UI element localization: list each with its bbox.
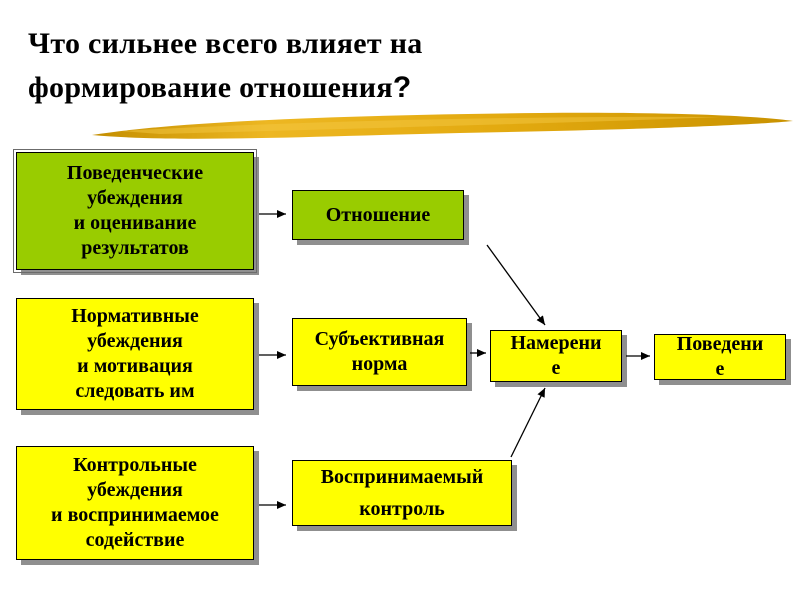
box-control-beliefs: Контрольные убеждения и воспринимаемое с… xyxy=(16,446,254,560)
box-normative-beliefs: Нормативные убеждения и мотивация следов… xyxy=(16,298,254,410)
box-intention-label: Намерени е xyxy=(510,332,602,379)
box-normative-beliefs-label: Нормативные убеждения и мотивация следов… xyxy=(71,305,199,402)
box-intention: Намерени е xyxy=(490,330,622,382)
box-perceived-control: Воспринимаемый контроль xyxy=(292,460,512,526)
box-control-beliefs-label: Контрольные убеждения и воспринимаемое с… xyxy=(51,454,219,551)
box-behavioral-beliefs-label: Поведенческие убеждения и оценивание рез… xyxy=(66,162,204,259)
box-subjective-norm: Субъективная норма xyxy=(292,318,467,386)
box-attitude-label: Отношение xyxy=(325,203,431,226)
box-subjective-norm-label: Субъективная норма xyxy=(314,328,445,375)
box-behavioral-beliefs: Поведенческие убеждения и оценивание рез… xyxy=(13,149,257,273)
box-attitude: Отношение xyxy=(292,190,464,240)
arrow-perceived-control-to-intention xyxy=(510,387,546,458)
title-line-2: формирование отношения xyxy=(28,70,393,104)
title-line-1: Что сильнее всего влияет на xyxy=(28,27,423,60)
arrow-attitude-to-intention xyxy=(486,244,546,326)
question-mark: ? xyxy=(392,70,412,104)
box-behavior: Поведени е xyxy=(654,333,786,380)
box-perceived-control-label: Воспринимаемый контроль xyxy=(320,466,484,520)
page-title: Что сильнее всего влияет на формирование… xyxy=(28,22,423,109)
box-behavior-label: Поведени е xyxy=(676,333,764,380)
gold-brush-stroke xyxy=(92,112,793,139)
